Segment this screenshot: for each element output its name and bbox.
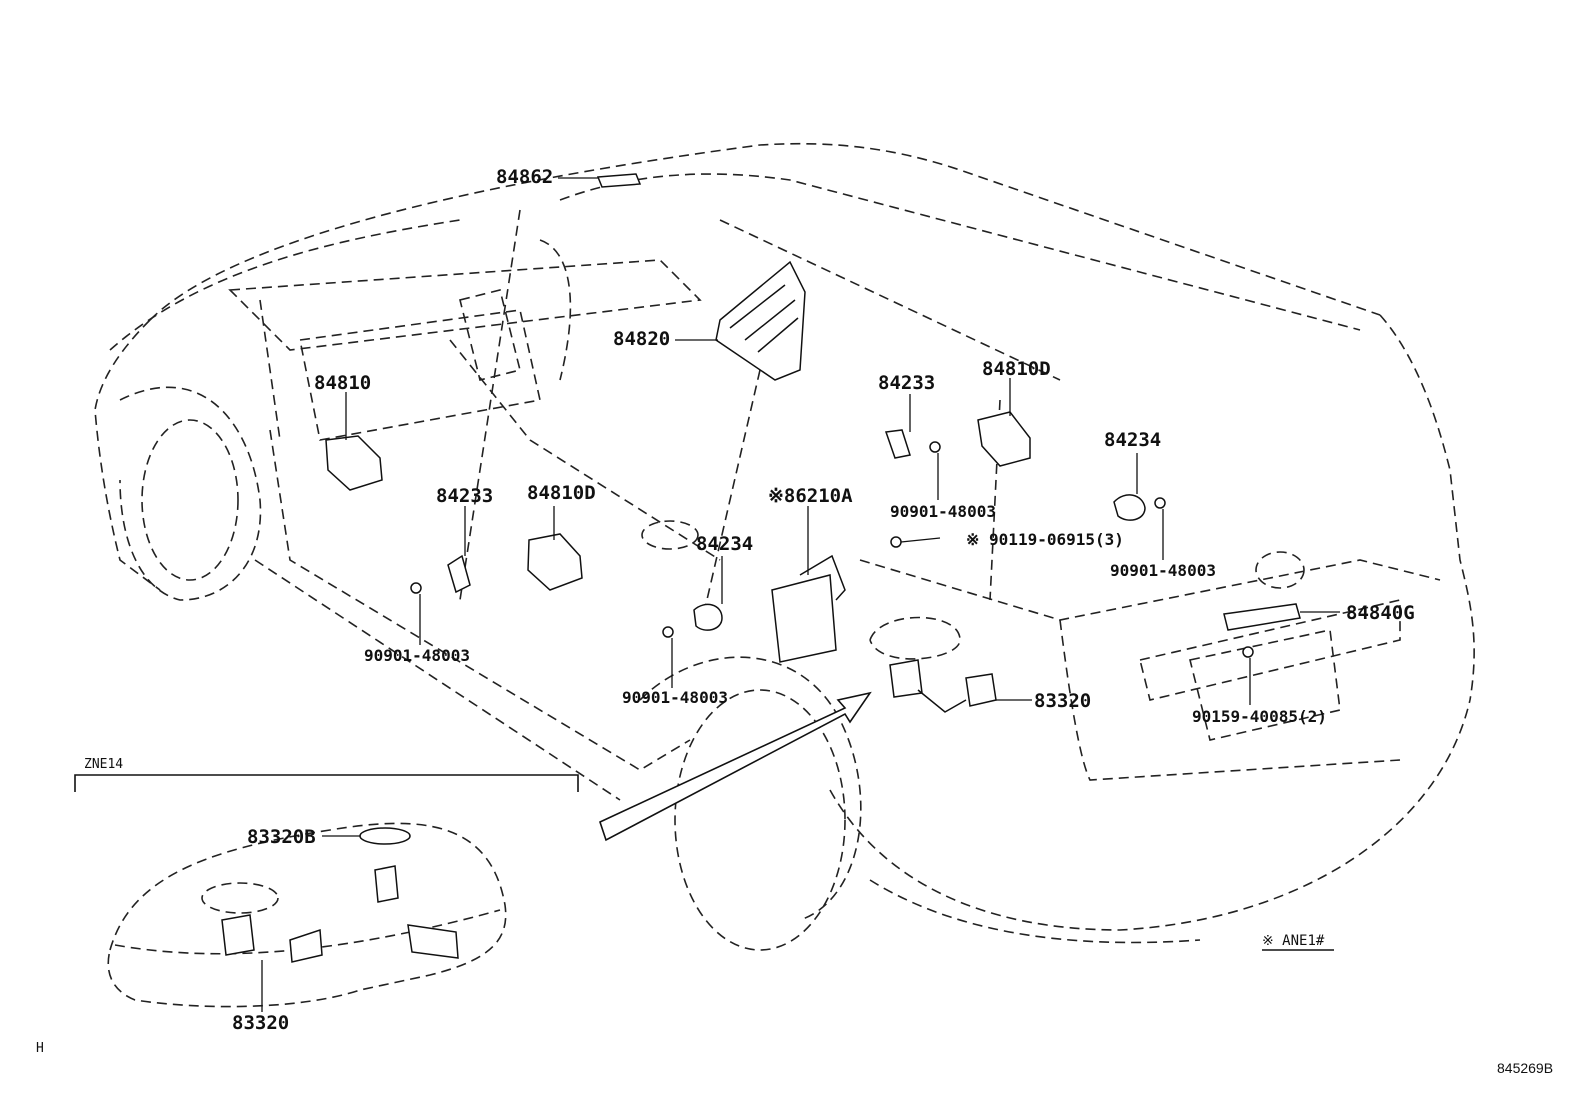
label-90901-center[interactable]: 90901-48003 bbox=[622, 688, 728, 707]
label-84234-right[interactable]: 84234 bbox=[1104, 429, 1162, 451]
label-90159[interactable]: 90159-40085(2) bbox=[1192, 707, 1327, 726]
part-84234-right bbox=[1113, 494, 1146, 521]
hood-line bbox=[109, 219, 461, 351]
leader-90119 bbox=[900, 537, 941, 543]
inset-frame bbox=[74, 774, 579, 792]
door-handle bbox=[641, 520, 699, 550]
license-plate-area bbox=[1189, 629, 1341, 741]
a-pillar-line bbox=[259, 299, 281, 441]
applicability-note: ※ ANE1# bbox=[1262, 933, 1325, 949]
rear-wheel bbox=[674, 689, 846, 951]
part-84820 bbox=[715, 260, 806, 381]
part-83320-sender bbox=[889, 659, 923, 698]
dashboard-outline bbox=[228, 259, 702, 351]
label-84810d-rear[interactable]: 84810D bbox=[982, 358, 1051, 380]
diagram-id: 845269B bbox=[1497, 1060, 1554, 1076]
part-84820-detail bbox=[729, 284, 799, 353]
label-84862[interactable]: 84862 bbox=[496, 166, 554, 188]
rear-emblem bbox=[1255, 551, 1305, 589]
label-86210a[interactable]: ※86210A bbox=[768, 485, 853, 507]
label-84233-right[interactable]: 84233 bbox=[878, 372, 936, 394]
inset-title: ZNE14 bbox=[84, 757, 124, 772]
inset-tank-seam bbox=[114, 909, 501, 955]
roof-inner-line bbox=[559, 173, 1361, 331]
part-84233-right bbox=[884, 429, 911, 459]
part-84862 bbox=[596, 173, 642, 188]
bolt-90901-right bbox=[1154, 497, 1166, 509]
part-83320-arm bbox=[917, 689, 967, 713]
inset-tank-port bbox=[201, 882, 279, 914]
part-84810d-rear bbox=[977, 411, 1031, 467]
label-84840g[interactable]: 84840G bbox=[1346, 602, 1415, 624]
inset-fuel-tank bbox=[107, 822, 507, 1008]
label-84234-center[interactable]: 84234 bbox=[696, 533, 754, 555]
pointer-arrow bbox=[599, 691, 872, 842]
part-84810d-front bbox=[527, 533, 583, 591]
bolt-90901-upper bbox=[929, 441, 941, 453]
part-83320b bbox=[359, 827, 411, 845]
part-84233-left bbox=[447, 554, 471, 594]
belt-line bbox=[449, 339, 721, 561]
part-83320-float bbox=[965, 673, 997, 707]
rear-bumper-line bbox=[829, 699, 1471, 931]
console-outline bbox=[299, 309, 541, 441]
label-83320-main[interactable]: 83320 bbox=[1034, 690, 1092, 712]
part-83320b-float bbox=[407, 924, 459, 959]
part-84840g bbox=[1223, 603, 1301, 631]
rear-wheel-arch bbox=[639, 656, 862, 921]
label-84810[interactable]: 84810 bbox=[314, 372, 372, 394]
bolt-90901-left bbox=[410, 582, 422, 594]
label-83320-inset[interactable]: 83320 bbox=[232, 1012, 290, 1034]
part-83320-inset-sender bbox=[221, 914, 255, 956]
fuel-tank-opening bbox=[869, 616, 961, 660]
license-garnish bbox=[1139, 598, 1401, 701]
bolt-90159 bbox=[1242, 646, 1254, 658]
part-83320-inset-float bbox=[289, 928, 323, 963]
rear-upper-body bbox=[859, 559, 1441, 621]
center-stack bbox=[459, 289, 521, 381]
c-pillar-line bbox=[699, 369, 761, 631]
front-fascia-line bbox=[94, 319, 161, 591]
side-window-line bbox=[719, 219, 1061, 381]
corner-mark: H bbox=[36, 1041, 44, 1056]
front-wheel bbox=[141, 419, 239, 581]
label-90119[interactable]: ※ 90119-06915(3) bbox=[966, 530, 1124, 549]
label-90901-right[interactable]: 90901-48003 bbox=[1110, 561, 1216, 580]
label-90901-upper[interactable]: 90901-48003 bbox=[890, 502, 996, 521]
rear-lower-line bbox=[869, 879, 1201, 944]
lower-sill-line bbox=[254, 559, 621, 801]
part-86210a-bracket bbox=[799, 554, 846, 601]
part-84810 bbox=[325, 435, 383, 491]
steering-column bbox=[539, 239, 572, 381]
rear-pillar-line bbox=[1379, 314, 1475, 701]
bolt-90901-center bbox=[662, 626, 674, 638]
label-90901-left[interactable]: 90901-48003 bbox=[364, 646, 470, 665]
part-83320b-body bbox=[374, 865, 399, 903]
door-sill-line bbox=[269, 429, 691, 771]
tailgate-line bbox=[1059, 619, 1401, 781]
part-86210a bbox=[771, 574, 837, 663]
label-83320b[interactable]: 83320B bbox=[247, 826, 316, 848]
label-84820[interactable]: 84820 bbox=[613, 328, 671, 350]
front-wheel-arch bbox=[119, 386, 262, 601]
label-84810d-front[interactable]: 84810D bbox=[527, 482, 596, 504]
bolt-90119 bbox=[890, 536, 902, 548]
label-84233-left[interactable]: 84233 bbox=[436, 485, 494, 507]
part-84234-center bbox=[693, 603, 723, 631]
roof-line bbox=[149, 142, 1381, 321]
b-pillar-line bbox=[459, 209, 521, 601]
